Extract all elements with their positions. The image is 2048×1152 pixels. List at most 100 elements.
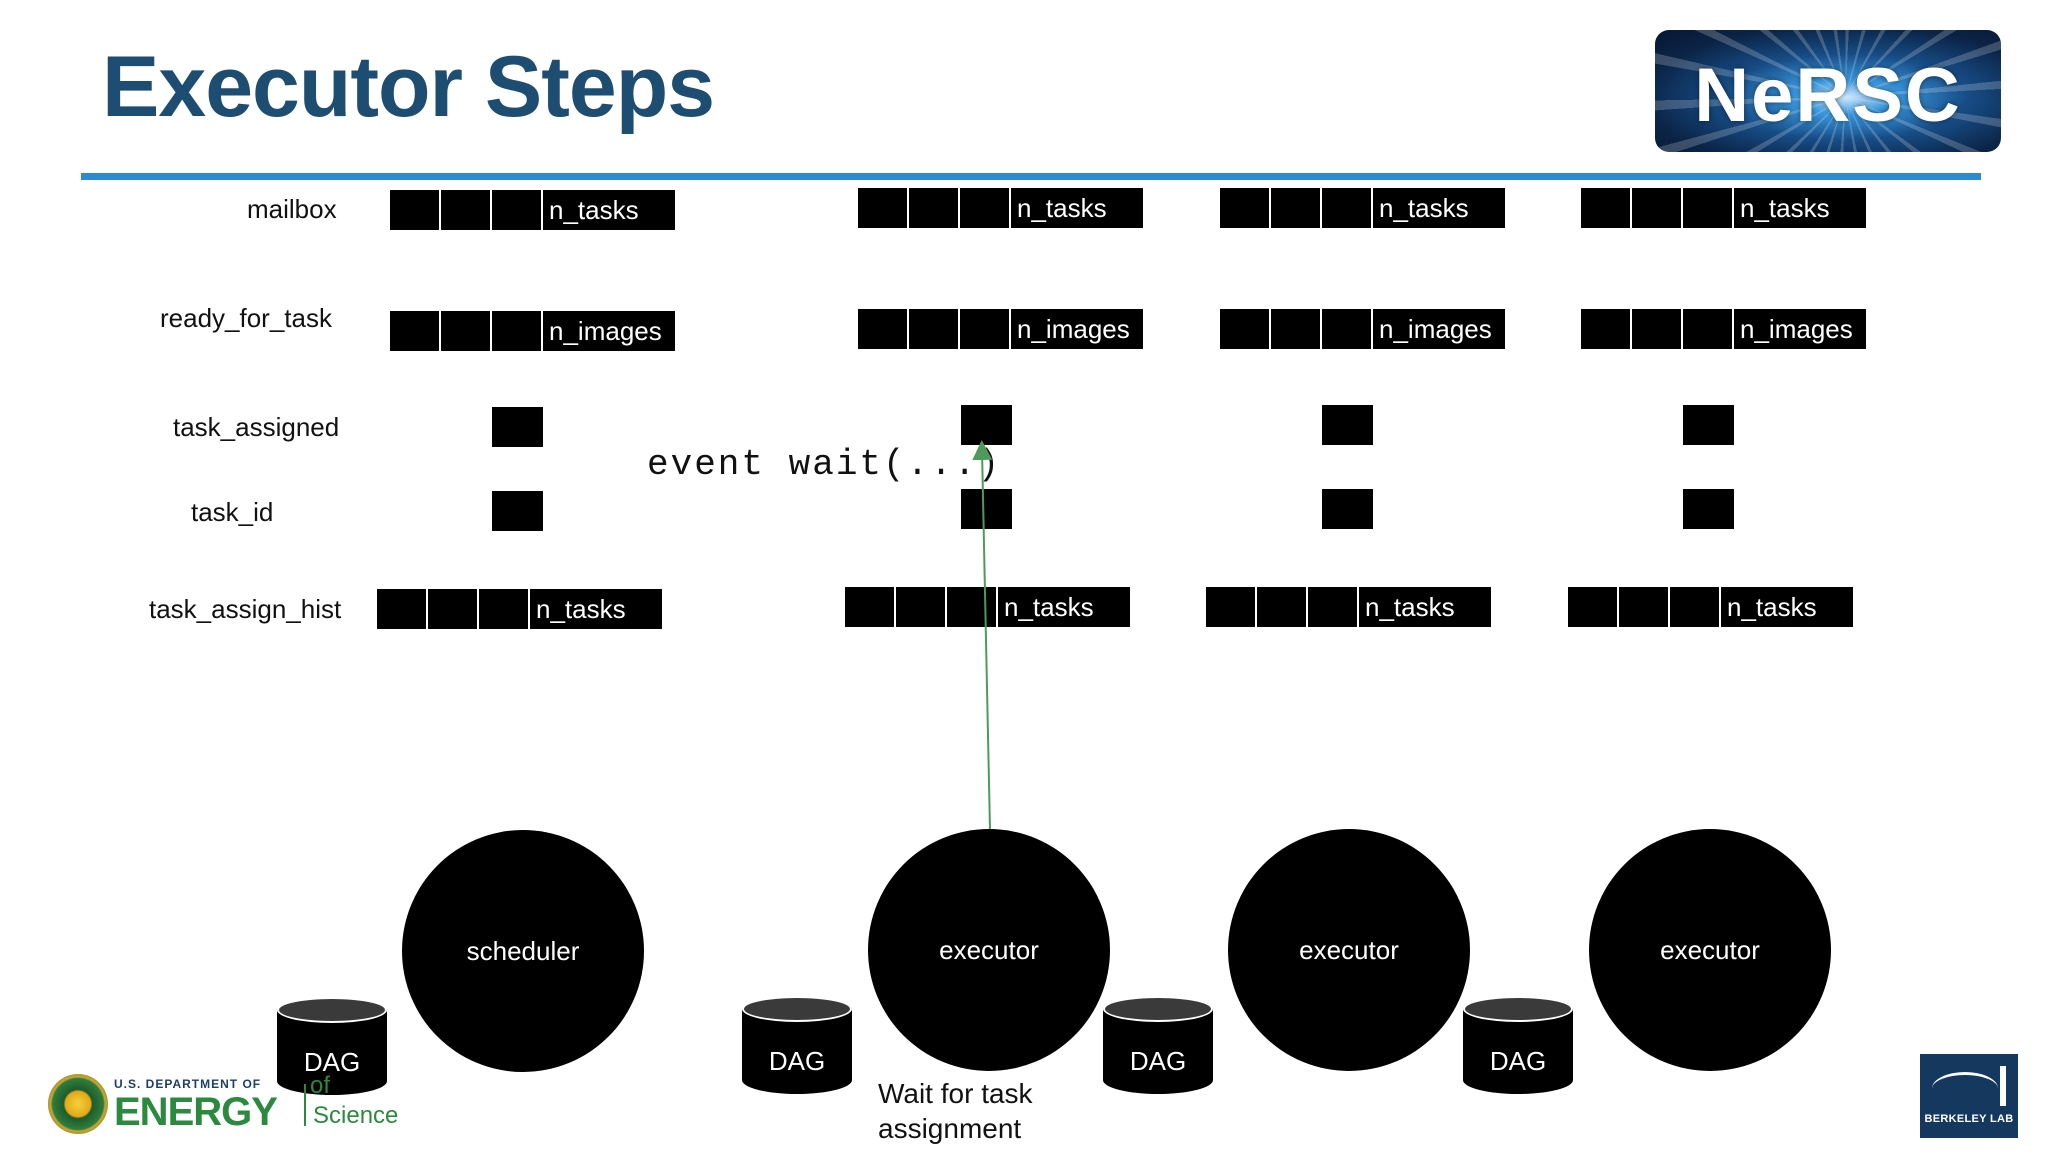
task-assign-hist-buffer-scheduler: n_tasks <box>377 589 662 629</box>
buffer-slot <box>428 589 477 629</box>
task-id-block-executor-3 <box>1683 489 1734 529</box>
doe-of-text: of <box>310 1072 331 1099</box>
buffer-size-label: n_images <box>1011 309 1143 349</box>
dag-cylinder-executor-3: DAG <box>1463 996 1573 1106</box>
task-assign-hist-buffer-executor-2: n_tasks <box>1206 587 1491 627</box>
dag-label: DAG <box>768 1046 826 1076</box>
header-rule <box>81 173 1981 180</box>
buffer-slot <box>909 309 958 349</box>
buffer-size-label: n_images <box>1734 309 1866 349</box>
cylinder-top <box>277 997 387 1023</box>
task-id-block-executor-1 <box>961 489 1012 529</box>
buffer-slot <box>390 311 439 351</box>
executor-node-2: executor <box>1228 829 1470 1071</box>
task-assigned-block-executor-2 <box>1322 405 1373 445</box>
buffer-size-label: n_tasks <box>1011 188 1143 228</box>
buffer-slot <box>1632 309 1681 349</box>
dag-label: DAG <box>303 1047 361 1077</box>
row-label-task-assigned: task_assigned <box>173 412 340 442</box>
buffer-size-label: n_tasks <box>1734 188 1866 228</box>
node-label: executor <box>1299 934 1399 965</box>
nersc-logo-rays <box>1655 30 2001 152</box>
executor-node-1: executor <box>868 829 1110 1071</box>
nersc-logo-text: NeRSC <box>1694 53 1962 138</box>
row-label-ready-for-task: ready_for_task <box>160 303 332 333</box>
berkeley-tower-icon <box>2000 1066 2006 1106</box>
buffer-size-label: n_tasks <box>543 190 675 230</box>
buffer-slot <box>441 190 490 230</box>
berkeley-lab-text: BERKELEY LAB <box>1924 1113 2014 1125</box>
buffer-slot <box>479 589 528 629</box>
doe-department-text: U.S. DEPARTMENT OF <box>114 1077 262 1091</box>
buffer-slot <box>1220 309 1269 349</box>
cylinder-top <box>1463 996 1573 1022</box>
buffer-slot <box>492 190 541 230</box>
buffer-slot <box>858 188 907 228</box>
cylinder-body <box>277 1009 387 1095</box>
task-id-block-scheduler <box>492 491 543 531</box>
buffer-slot <box>845 587 894 627</box>
buffer-slot <box>1568 587 1617 627</box>
wait-arrow <box>972 440 993 831</box>
dag-cylinder-scheduler: DAG <box>277 997 387 1107</box>
node-label: executor <box>1660 934 1760 965</box>
buffer-slot <box>909 188 958 228</box>
cylinder-body <box>1463 1008 1573 1094</box>
cylinder-top <box>1103 996 1213 1022</box>
buffer-slot <box>947 587 996 627</box>
buffer-slot <box>492 311 541 351</box>
scheduler-node: scheduler <box>402 830 644 1072</box>
buffer-slot <box>1322 188 1371 228</box>
node-label: scheduler <box>466 935 580 966</box>
buffer-slot <box>441 311 490 351</box>
nersc-logo: NeRSC <box>1655 30 2001 152</box>
doe-energy-text: ENERGY <box>114 1090 278 1134</box>
ready-for-task-buffer-executor-2: n_images <box>1220 309 1505 349</box>
event-wait-label: event wait(...) <box>647 444 1002 485</box>
buffer-slot <box>1581 188 1630 228</box>
buffer-slot <box>1632 188 1681 228</box>
buffer-size-label: n_images <box>1373 309 1505 349</box>
mailbox-buffer-executor-3: n_tasks <box>1581 188 1866 228</box>
buffer-slot <box>858 309 907 349</box>
task-assign-hist-buffer-executor-3: n_tasks <box>1568 587 1853 627</box>
buffer-size-label: n_tasks <box>1721 587 1853 627</box>
dag-cylinder-executor-1: DAG <box>742 996 852 1106</box>
row-label-task-assign-hist: task_assign_hist <box>149 594 342 624</box>
task-assigned-block-executor-3 <box>1683 405 1734 445</box>
dag-label: DAG <box>1489 1046 1547 1076</box>
row-label-mailbox: mailbox <box>247 194 337 224</box>
ready-for-task-buffer-executor-1: n_images <box>858 309 1143 349</box>
buffer-size-label: n_tasks <box>998 587 1130 627</box>
buffer-size-label: n_tasks <box>1359 587 1491 627</box>
task-assigned-block-scheduler <box>492 407 543 447</box>
cylinder-top <box>742 996 852 1022</box>
wait-note-line-2: assignment <box>878 1113 1022 1144</box>
buffer-size-label: n_tasks <box>530 589 662 629</box>
buffer-slot <box>1322 309 1371 349</box>
berkeley-lab-logo: BERKELEY LAB <box>1920 1054 2018 1138</box>
buffer-slot <box>1206 587 1255 627</box>
dag-label: DAG <box>1129 1046 1187 1076</box>
doe-divider <box>304 1084 306 1126</box>
node-label: executor <box>939 934 1039 965</box>
wait-note-line-1: Wait for task <box>878 1078 1033 1109</box>
buffer-slot <box>1271 188 1320 228</box>
buffer-slot <box>1670 587 1719 627</box>
cylinder-body <box>1103 1008 1213 1094</box>
cylinder-body <box>742 1008 852 1094</box>
ready-for-task-buffer-scheduler: n_images <box>390 311 675 351</box>
buffer-slot <box>1683 188 1732 228</box>
wait-for-task-note: Wait for task assignment <box>878 1076 1033 1146</box>
executor-node-3: executor <box>1589 829 1831 1071</box>
buffer-slot <box>390 190 439 230</box>
buffer-slot <box>1581 309 1630 349</box>
mailbox-buffer-executor-1: n_tasks <box>858 188 1143 228</box>
buffer-slot <box>960 188 1009 228</box>
buffer-size-label: n_images <box>543 311 675 351</box>
mailbox-buffer-executor-2: n_tasks <box>1220 188 1505 228</box>
task-assigned-block-executor-1 <box>961 405 1012 445</box>
slide-title: Executor Steps <box>102 39 715 135</box>
task-assign-hist-buffer-executor-1: n_tasks <box>845 587 1130 627</box>
